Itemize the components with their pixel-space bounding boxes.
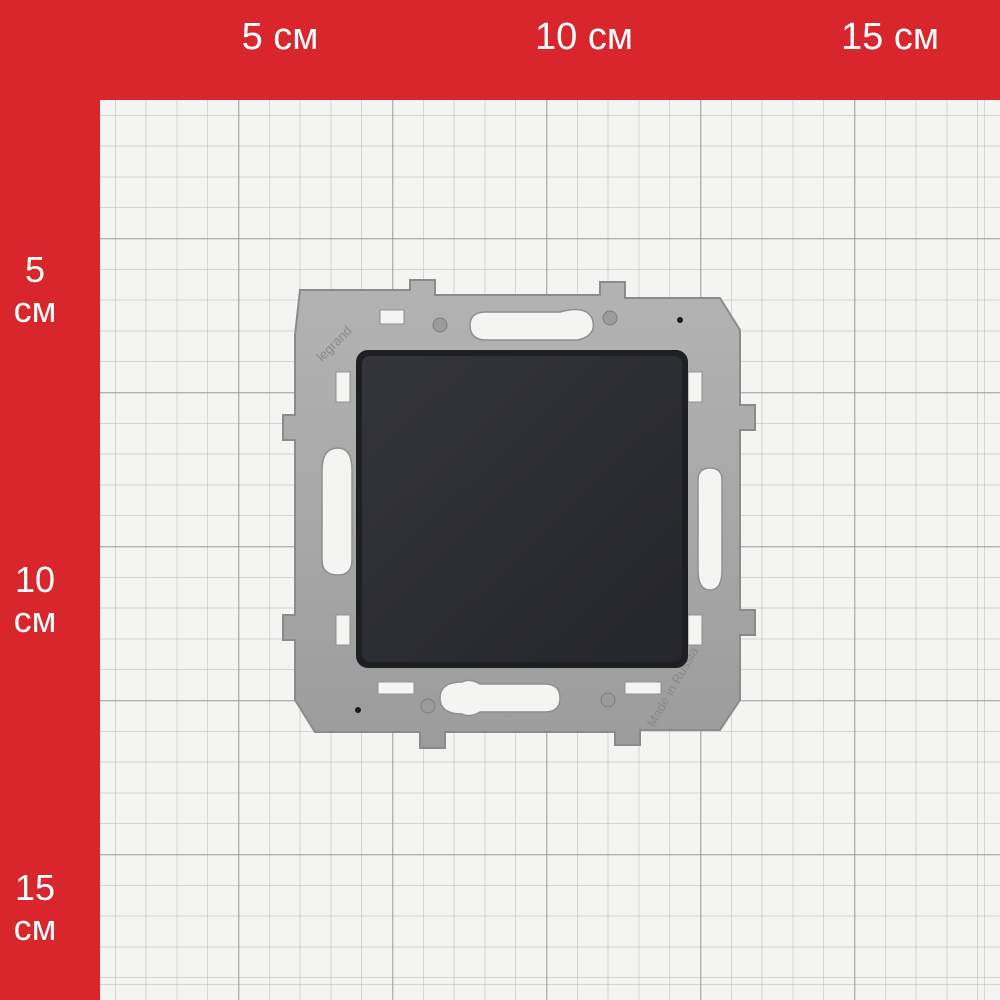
ruler-left-num: 5 <box>24 249 46 290</box>
ruler-top-label-15: 15 см <box>841 16 939 58</box>
ruler-left-unit: см <box>13 289 57 330</box>
ruler-left-label-10: 10 см <box>0 562 70 638</box>
ruler-top-label-10: 10 см <box>535 16 633 58</box>
ruler-left-label-15: 15 см <box>0 870 70 946</box>
ruler-left-label-5: 5 см <box>0 252 70 328</box>
ruler-left-num: 15 <box>14 867 56 908</box>
ruler-top-label-5: 5 см <box>241 16 319 58</box>
ruler-left-num: 10 <box>14 559 56 600</box>
switch-key[interactable] <box>356 350 688 668</box>
ruler-left-unit: см <box>13 907 57 948</box>
ruler-left-unit: см <box>13 599 57 640</box>
